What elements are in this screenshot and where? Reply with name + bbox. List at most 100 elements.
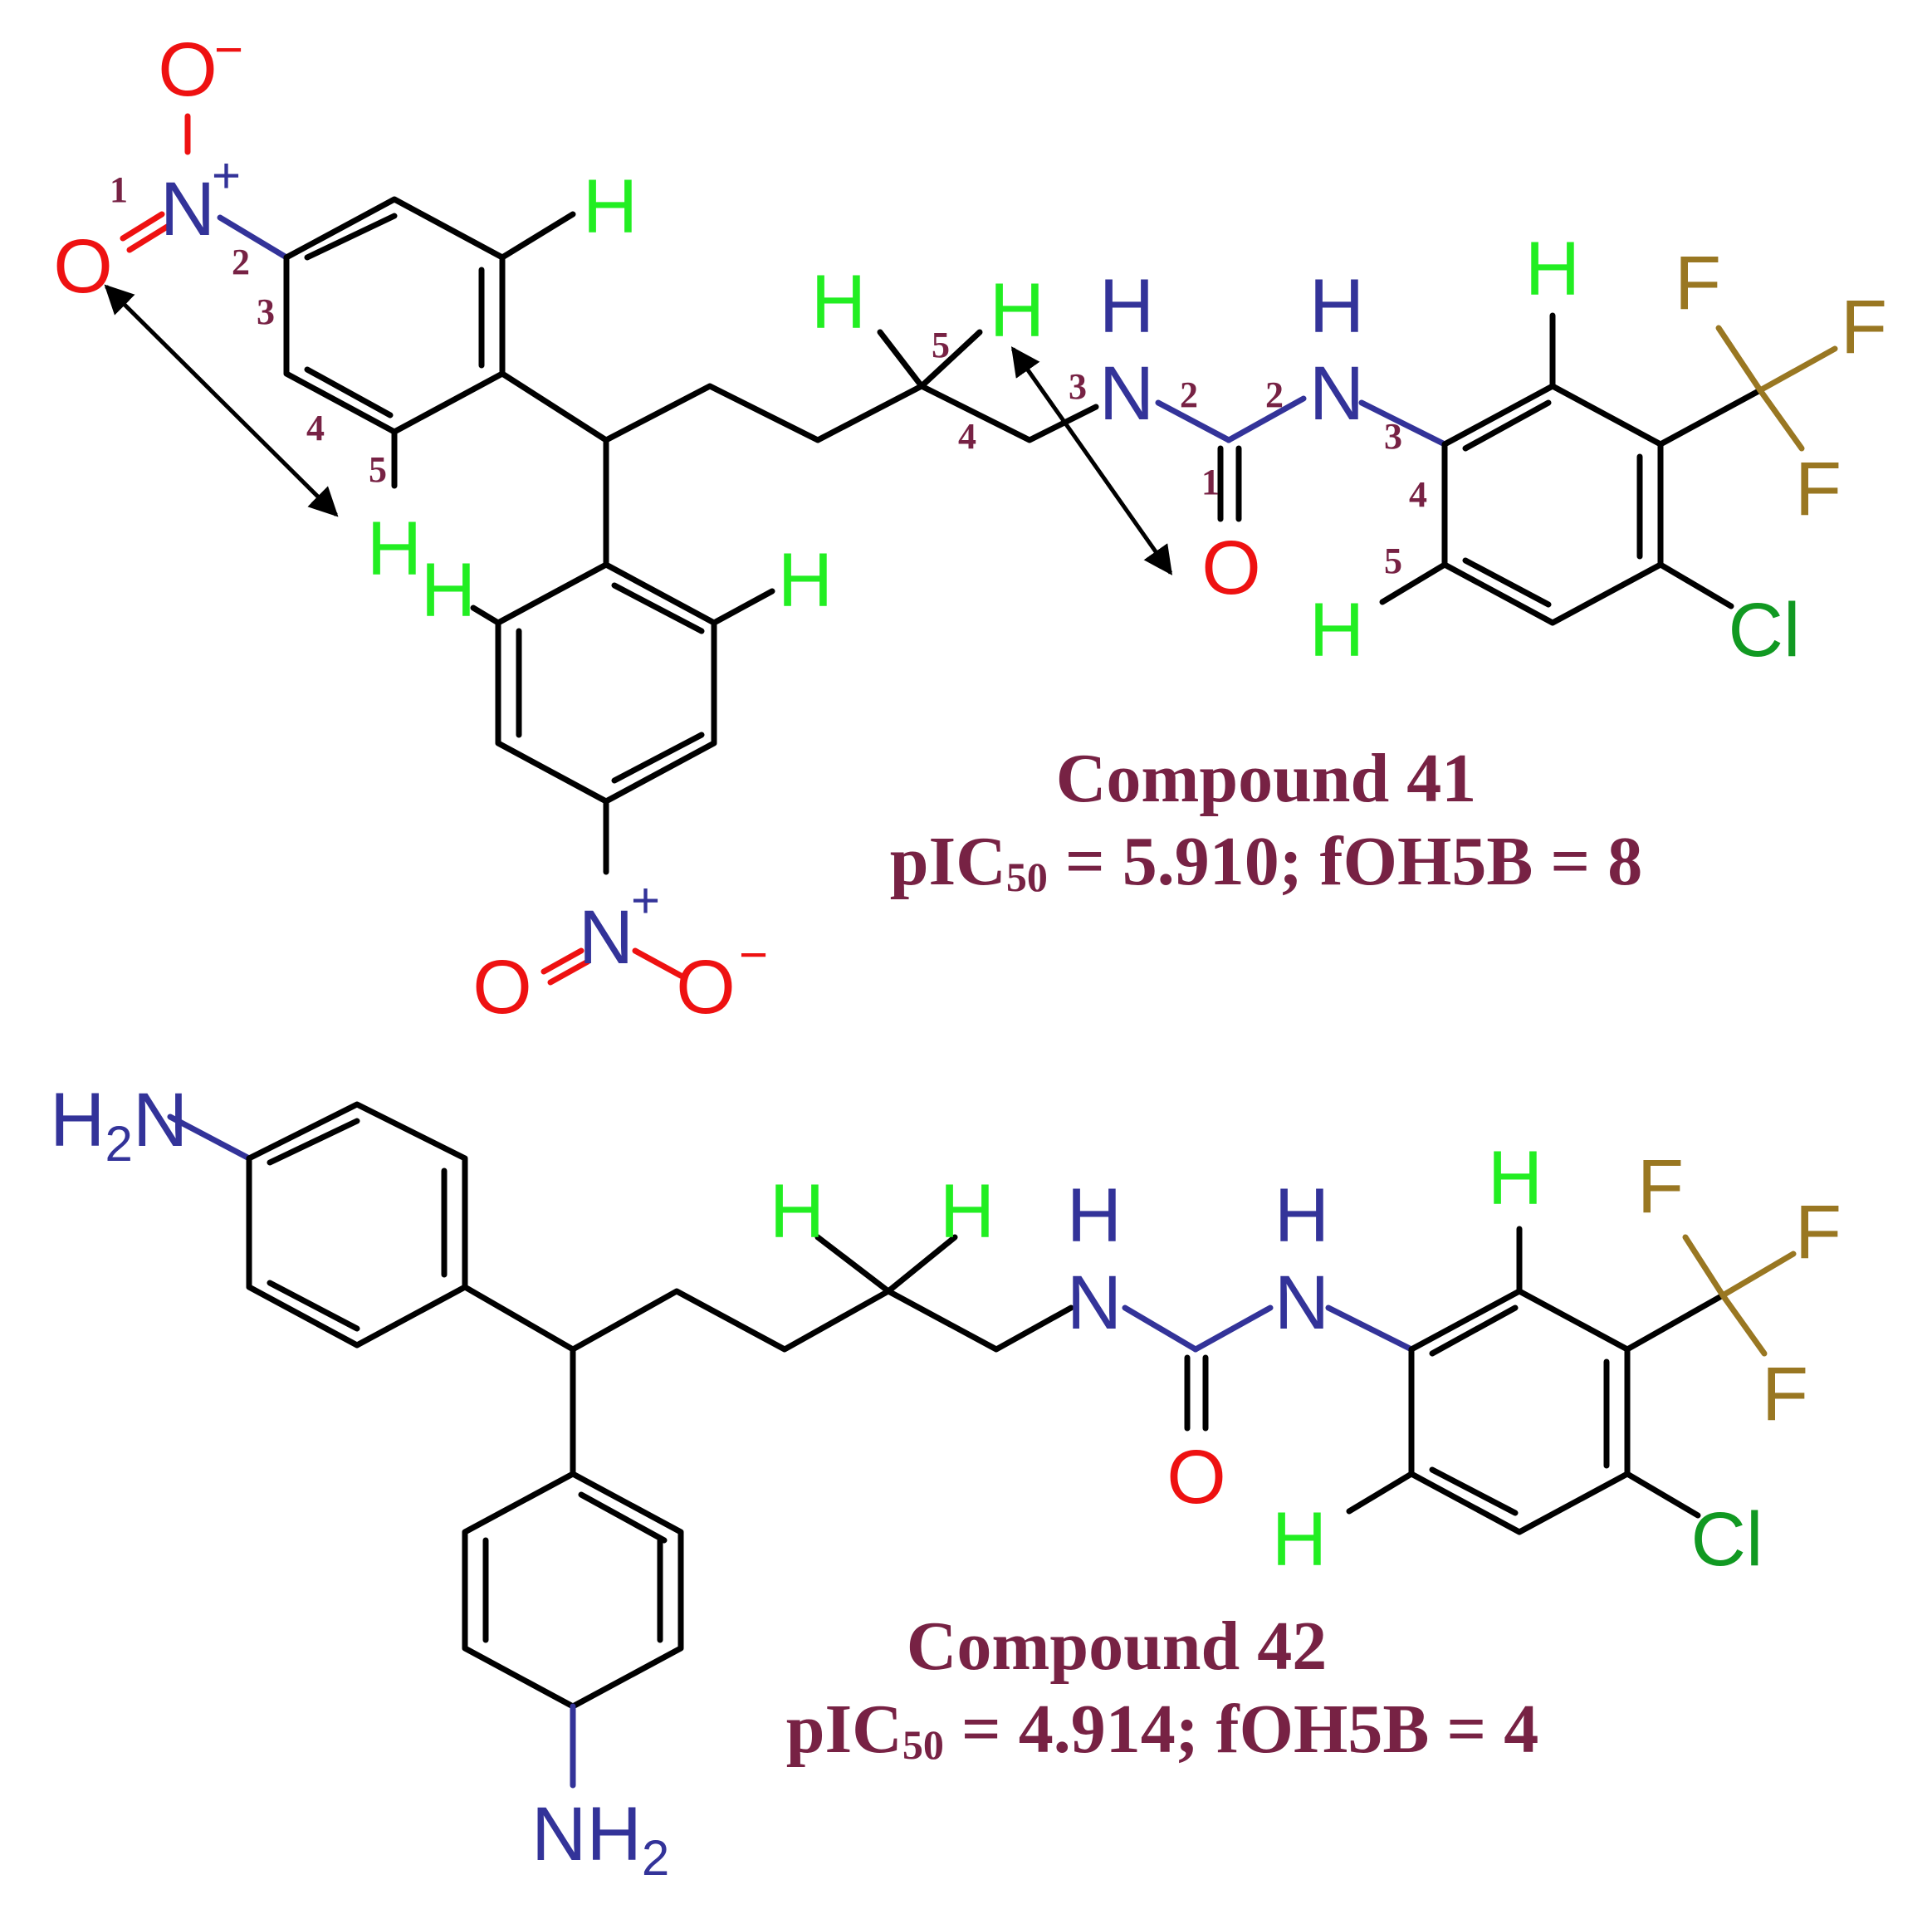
atom-f-1: F (1675, 241, 1721, 326)
ring-3-double-a (1462, 399, 1552, 452)
atom-n-1: N (1099, 351, 1154, 436)
atom-n-top: N (160, 167, 215, 252)
ring-2-double-c (611, 732, 705, 784)
atom-h2n-sub: 2 (105, 1116, 132, 1172)
ring-4 (246, 1101, 468, 1349)
path-num-mid-2: 2 (1180, 374, 1198, 415)
compound-42-activity: pIC50 = 4.914; fOH5B = 4 (786, 1691, 1538, 1768)
bond-ch-h-3 (814, 1234, 892, 1295)
atom-f-3: F (1795, 447, 1842, 531)
atom-h2n-h: H (50, 1078, 105, 1163)
bond-c-nh-42 (1192, 1304, 1274, 1353)
atom-h2n-n: N (133, 1078, 188, 1163)
bond-ring2-h-right (711, 588, 775, 626)
bond-n-ring1 (217, 214, 290, 261)
atom-n-3: N (1067, 1260, 1122, 1345)
compound-42-activity-prefix: pIC (786, 1691, 902, 1768)
atom-n-bottom: N (579, 895, 633, 980)
bond-cf-6 (1719, 1292, 1768, 1357)
atom-f-6: F (1762, 1352, 1808, 1437)
ring-1 (283, 196, 506, 435)
compound-41-activity-rest: = 5.910; fOH5B = 8 (1048, 823, 1642, 900)
ring-3-double-c (1462, 557, 1552, 608)
atom-cl-42: Cl (1691, 1497, 1763, 1582)
ring-3 (1441, 383, 1664, 626)
bond-ring6-h-bottom (1346, 1471, 1415, 1515)
atom-nh2-sub: 2 (642, 1830, 669, 1886)
bond-n-o-double-b (126, 223, 172, 253)
path-num-right-4: 4 (1409, 474, 1427, 515)
alkyl-chain (603, 383, 1099, 443)
compound-42-atoms: H2N H H H N H N O H H F F F Cl NH2 (50, 1078, 1842, 1886)
ring-4-double-c (267, 1280, 360, 1332)
path-num-left-2: 2 (232, 242, 250, 282)
atom-h-ring1: H (583, 164, 638, 249)
atom-nh2-main: NH (531, 1792, 642, 1877)
compound-42-activity-rest: = 4.914; fOH5B = 4 (944, 1691, 1538, 1768)
atom-h-chain-3: H (770, 1169, 824, 1254)
bond-cf-3 (1757, 387, 1805, 452)
bond-ch-h-4 (885, 1234, 958, 1295)
bond-ring6-cf3 (1624, 1292, 1726, 1353)
path-num-right-5: 5 (1384, 541, 1402, 581)
bond-nh-ring6 (1325, 1304, 1415, 1353)
atom-o-carbonyl: O (1201, 526, 1261, 610)
bond-ring3-cl (1657, 561, 1734, 609)
ring-6 (1408, 1288, 1631, 1535)
double-headed-arrow-icon (1010, 346, 1173, 575)
alkyl-chain-42 (570, 1288, 1074, 1353)
compound-41-atoms: O − N + O H H H H H H H N H N O H H F F … (53, 22, 1887, 1030)
charge-plus-top: + (212, 148, 241, 203)
path-num-left-1: 1 (110, 169, 128, 210)
bond-c-nh (1225, 395, 1307, 443)
bond-ch-h-1 (877, 329, 925, 389)
ring-2 (495, 561, 717, 805)
bond-nh-c-42 (1122, 1304, 1199, 1353)
charge-minus-bottom: − (739, 927, 768, 982)
bond-ring3-h-bottom (1379, 561, 1448, 605)
ring-5-double-c (578, 1491, 668, 1544)
atom-n-4: N (1274, 1260, 1329, 1345)
bond-ring3-cf3 (1657, 387, 1763, 448)
atom-o-bottom-right: O (676, 945, 736, 1030)
compound-41-activity: pIC50 = 5.910; fOH5B = 8 (890, 823, 1642, 900)
atom-h-ring3-top: H (1525, 227, 1580, 311)
atom-h-nh-3: H (1067, 1173, 1122, 1258)
atom-nh2: NH2 (531, 1792, 669, 1886)
atom-o-bottom-left: O (472, 945, 532, 1030)
charge-minus-top: − (214, 22, 243, 77)
ring-2-double-a (611, 582, 705, 634)
atom-h2n: H2N (50, 1078, 188, 1172)
ring-4-double-a (267, 1118, 360, 1166)
ring-1-double-a (304, 213, 398, 261)
compound-42-structure (167, 1101, 1797, 1789)
path-num-right-2: 2 (1265, 374, 1284, 415)
atom-h-ortho-1: H (367, 507, 422, 591)
compound-42-title: Compound 42 (907, 1608, 1328, 1685)
bond-ring1-ch (499, 370, 609, 443)
bond-nh-ring3 (1358, 399, 1448, 448)
atom-f-4: F (1637, 1144, 1684, 1229)
atom-h-nh-1: H (1099, 264, 1154, 349)
bond-ch-h-2 (918, 329, 983, 389)
bond-ring2-h-left (470, 605, 501, 626)
atom-n-2: N (1309, 351, 1364, 436)
compound-41-path-numbers: 1 2 3 4 5 5 4 3 2 1 2 3 4 5 (110, 169, 1427, 581)
bond-ring4-ch (462, 1284, 576, 1353)
compound-41-title: Compound 41 (1056, 740, 1477, 817)
compound-41-activity-prefix: pIC (890, 823, 1006, 900)
bond-n-o-double-a (120, 211, 165, 242)
compound-41-activity-sub: 50 (1006, 854, 1048, 900)
path-num-right-1: 1 (1201, 462, 1220, 502)
atom-h-chain-1: H (811, 260, 866, 345)
path-num-left-3: 3 (257, 291, 275, 332)
atom-h-chain-2: H (990, 268, 1044, 353)
ring-5 (462, 1471, 684, 1710)
bond-cf-1 (1715, 325, 1763, 394)
bond-cf-2 (1757, 345, 1838, 394)
bond-ring1-h (499, 211, 576, 261)
atom-h-nh-4: H (1274, 1173, 1329, 1258)
path-num-right-3: 3 (1384, 416, 1402, 457)
atom-f-5: F (1795, 1190, 1842, 1275)
